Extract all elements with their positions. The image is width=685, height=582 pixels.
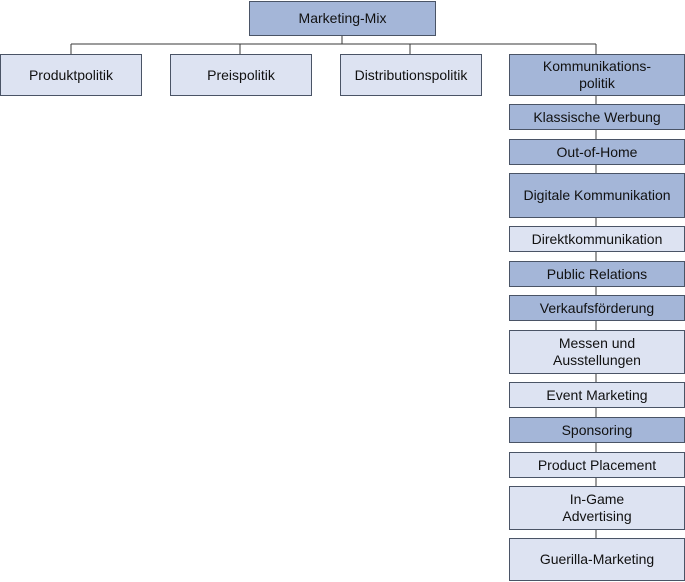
digitale-kommunikation-box: Digitale Kommunikation	[509, 173, 685, 218]
product-placement-box: Product Placement	[509, 452, 685, 478]
guerilla-marketing-box: Guerilla-Marketing	[509, 538, 685, 581]
event-marketing-box: Event Marketing	[509, 382, 685, 408]
kommunikationspolitik-box: Kommunikations- politik	[509, 54, 685, 96]
in-game-advertising-box: In-Game Advertising	[509, 486, 685, 530]
distributionspolitik-box: Distributionspolitik	[340, 54, 482, 96]
preispolitik-box: Preispolitik	[170, 54, 312, 96]
public-relations-box: Public Relations	[509, 261, 685, 287]
out-of-home-box: Out-of-Home	[509, 139, 685, 165]
klassische-werbung-box: Klassische Werbung	[509, 104, 685, 130]
produktpolitik-box: Produktpolitik	[0, 54, 142, 96]
direktkommunikation-box: Direktkommunikation	[509, 226, 685, 252]
verkaufsfoerderung-box: Verkaufsförderung	[509, 295, 685, 321]
sponsoring-box: Sponsoring	[509, 417, 685, 443]
messen-und-ausstellungen-box: Messen und Ausstellungen	[509, 330, 685, 374]
marketing-mix-box: Marketing-Mix	[249, 1, 436, 36]
